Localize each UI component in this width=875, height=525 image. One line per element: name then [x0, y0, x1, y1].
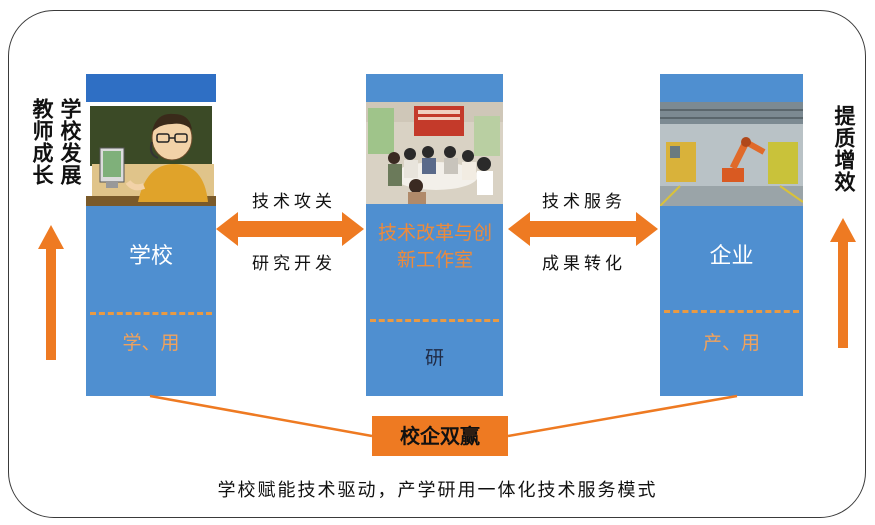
diagram-caption: 学校赋能技术驱动，产学研用一体化技术服务模式 [217, 480, 658, 501]
school-panel-header [86, 74, 216, 102]
diagram-frame [8, 10, 866, 518]
label-teacher-growth: 教师成长 [30, 98, 55, 186]
left-up-arrow-icon [38, 225, 64, 360]
enterprise-divider [664, 310, 799, 313]
school-role-label: 学、用 [122, 332, 180, 354]
enterprise-role-label: 产、用 [702, 332, 760, 354]
studio-role-label: 研 [424, 347, 444, 369]
label-school-development: 学校发展 [58, 98, 83, 186]
studio-divider [370, 319, 499, 322]
enterprise-label: 企业 [709, 244, 754, 269]
right-arrow-bottom-label: 成果转化 [542, 254, 626, 274]
center-win-box: 校企双赢 [372, 416, 508, 456]
studio-label: 技术改革与创新工作室 [377, 222, 492, 271]
left-double-arrow-icon [216, 212, 364, 246]
robotic-factory-photo-icon [660, 102, 803, 206]
school-divider [90, 312, 212, 315]
right-up-arrow-icon [830, 218, 856, 348]
school-label: 学校 [128, 244, 173, 269]
label-quality-efficiency: 提质增效 [832, 105, 857, 193]
teacher-at-computer-illustration-icon [86, 102, 216, 206]
left-arrow-top-label: 技术攻关 [252, 192, 336, 212]
meeting-room-photo-icon [366, 102, 503, 204]
left-arrow-bottom-label: 研究开发 [252, 254, 336, 274]
right-double-arrow-icon [508, 212, 658, 246]
right-arrow-top-label: 技术服务 [542, 192, 626, 212]
